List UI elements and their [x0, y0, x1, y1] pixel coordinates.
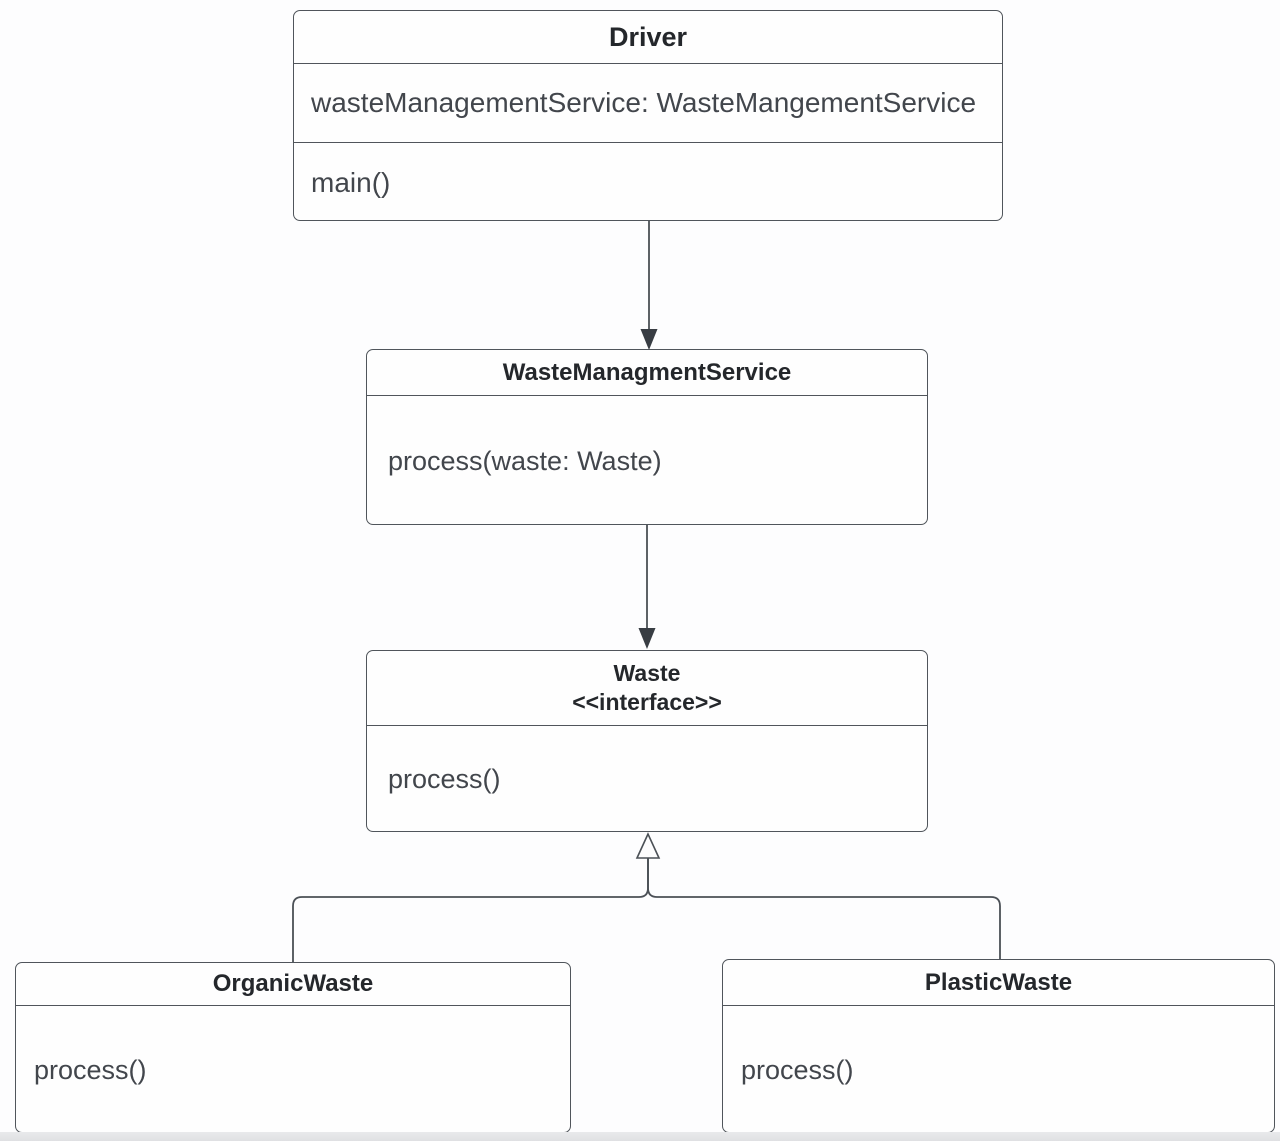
class-title-name: Waste: [613, 660, 681, 686]
methods-compartment: process(): [16, 1005, 570, 1132]
class-method: main(): [311, 166, 391, 198]
class-box-organic-waste[interactable]: OrganicWaste process(): [15, 962, 571, 1133]
association-driver-to-service: [640, 221, 658, 350]
class-box-waste-management-service[interactable]: WasteManagmentService process(waste: Was…: [366, 349, 928, 525]
bottom-edge-strip: [0, 1132, 1280, 1141]
class-title: Waste <<interface>>: [367, 651, 927, 725]
class-title: OrganicWaste: [212, 970, 374, 997]
filled-arrowhead-icon: [638, 628, 656, 649]
class-title: PlasticWaste: [924, 968, 1073, 996]
class-stereotype: <<interface>>: [572, 689, 722, 715]
methods-compartment: process(waste: Waste): [367, 395, 927, 524]
methods-compartment: process(): [367, 725, 927, 831]
attributes-compartment: wasteManagementService: WasteMangementSe…: [294, 63, 1002, 142]
realization-connector: [292, 832, 1001, 963]
methods-compartment: process(): [723, 1005, 1274, 1132]
class-title: Driver: [608, 21, 688, 52]
class-box-driver[interactable]: Driver wasteManagementService: WasteMang…: [293, 10, 1003, 221]
hollow-triangle-arrowhead-icon: [635, 832, 661, 859]
class-title: WasteManagmentService: [502, 358, 792, 386]
class-box-waste-interface[interactable]: Waste <<interface>> process(): [366, 650, 928, 832]
class-attribute: wasteManagementService: WasteMangementSe…: [311, 87, 977, 118]
class-method: process(): [741, 1054, 854, 1085]
class-box-plastic-waste[interactable]: PlasticWaste process(): [722, 959, 1275, 1133]
association-service-to-waste: [638, 525, 656, 649]
class-method: process(waste: Waste): [388, 445, 662, 476]
class-method: process(): [388, 764, 501, 794]
methods-compartment: main(): [294, 142, 1002, 220]
filled-arrowhead-icon: [640, 329, 658, 350]
class-method: process(): [34, 1054, 147, 1085]
